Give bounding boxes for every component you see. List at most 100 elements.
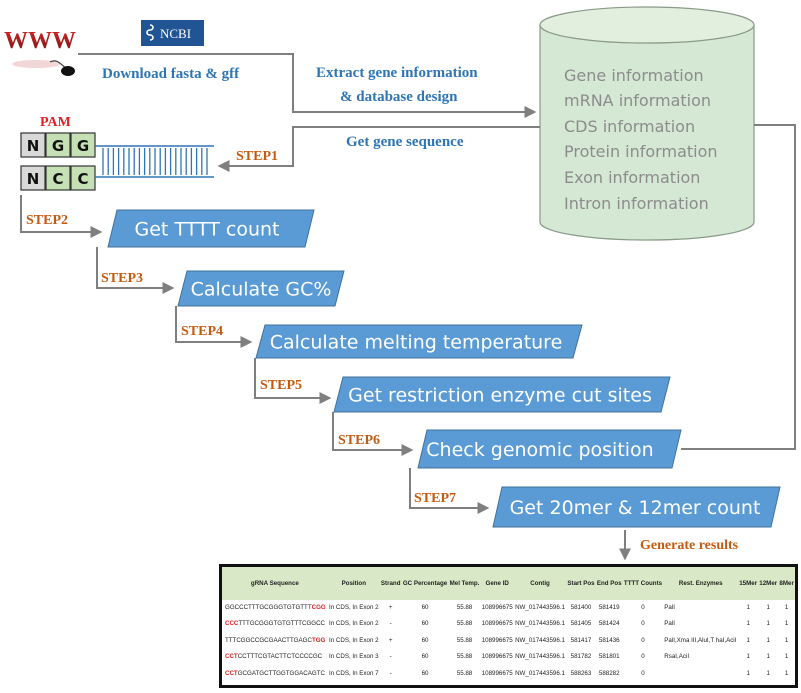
cell-mel: 55.88 xyxy=(456,620,473,628)
cell-gc: 60 xyxy=(421,636,429,644)
cell-mel: 55.88 xyxy=(456,636,473,644)
cell-contig: NW_017443596.1 xyxy=(515,669,565,677)
grna-sequence-cell: TTTCGGCCGCGAACTTGAGCTGG xyxy=(225,636,326,644)
table-header-cell: Start Pos xyxy=(567,579,595,587)
cell-position: In CDS, In Exon 7 xyxy=(329,669,379,677)
step5-box: Get restriction enzyme cut sites xyxy=(333,376,671,413)
table-header-cell: 15Mer xyxy=(739,579,758,587)
cell-strand: + xyxy=(388,636,393,644)
cell-m12: 1 xyxy=(766,669,770,677)
svg-text:C: C xyxy=(77,170,88,188)
get-sequence-arrow xyxy=(217,126,540,172)
cell-m8: 1 xyxy=(784,620,789,628)
step4-label: STEP4 xyxy=(181,324,223,339)
cell-contig: NW_017443596.1 xyxy=(515,636,565,644)
position-db-link xyxy=(681,124,796,450)
cell-mel: 55.88 xyxy=(456,669,473,677)
table-header-cell: gRNA Sequence xyxy=(250,579,299,587)
cell-gc: 60 xyxy=(421,620,429,628)
cell-start: 588263 xyxy=(570,669,592,677)
cell-strand: + xyxy=(388,603,393,611)
step7-box: Get 20mer & 12mer count xyxy=(492,486,781,528)
grna-sequence-cell: CCTCCTTTCGTACTTCTCCCCGC xyxy=(225,653,323,661)
cell-gene: 108996675 xyxy=(481,620,513,628)
table-header-cell: Mel Temp. xyxy=(449,579,480,587)
cell-tttt: 0 xyxy=(641,669,645,677)
extract-label-line2: & database design xyxy=(340,89,458,105)
table-header-cell: 8Mer xyxy=(779,579,794,587)
cell-position: In CDS, In Exon 2 xyxy=(329,636,379,644)
cell-contig: NW_017443596.1 xyxy=(515,603,565,611)
cell-enzymes: RsaI,AciI xyxy=(664,653,690,661)
table-header-cell: GC Percentage xyxy=(402,579,448,587)
step3-box: Calculate GC% xyxy=(177,270,345,307)
db-item-cds: CDS information xyxy=(564,117,695,136)
db-item-mrna: mRNA information xyxy=(564,91,711,110)
cell-m8: 1 xyxy=(784,653,789,661)
step2-text: Get TTTT count xyxy=(135,219,280,241)
cell-enzymes: PalI xyxy=(664,620,675,628)
cell-end: 581436 xyxy=(598,636,620,644)
www-icon: WWW xyxy=(4,28,76,76)
cell-gene: 108996675 xyxy=(481,603,513,611)
cell-start: 581782 xyxy=(570,653,592,661)
cell-m15: 1 xyxy=(746,669,750,677)
step2-label: STEP2 xyxy=(26,213,68,228)
cell-end: 588282 xyxy=(598,669,620,677)
table-header-cell: TTTT Counts xyxy=(623,579,663,587)
table-header-cell: 12Mer xyxy=(759,579,778,587)
svg-text:C: C xyxy=(52,170,63,188)
step6-label: STEP6 xyxy=(338,433,380,448)
cell-m12: 1 xyxy=(766,603,770,611)
svg-text:G: G xyxy=(52,137,64,155)
step4-text: Calculate melting temperature xyxy=(270,332,563,354)
cell-end: 581419 xyxy=(598,603,620,611)
www-label: WWW xyxy=(4,28,76,54)
cell-m8: 1 xyxy=(784,636,789,644)
step6-connector xyxy=(332,412,414,456)
cell-m12: 1 xyxy=(766,653,770,661)
cell-tttt: 0 xyxy=(641,636,645,644)
cell-enzymes: PalI,Xma III,AluI,T haI,AciI xyxy=(664,636,737,644)
cell-gene: 108996675 xyxy=(481,636,513,644)
cell-gene: 108996675 xyxy=(481,653,513,661)
cell-tttt: 0 xyxy=(641,620,645,628)
cell-m12: 1 xyxy=(766,620,770,628)
pam-title: PAM xyxy=(40,115,71,130)
step4-box: Calculate melting temperature xyxy=(255,324,583,359)
step7-label: STEP7 xyxy=(414,491,456,506)
table-header-cell: Gene ID xyxy=(485,579,509,587)
generate-label: Generate results xyxy=(640,538,739,553)
pam-diagram: PAM N G G N C C xyxy=(20,115,214,191)
cell-gc: 60 xyxy=(421,669,429,677)
get-sequence-label: Get gene sequence xyxy=(346,134,464,150)
db-item-protein: Protein information xyxy=(564,142,718,161)
svg-text:G: G xyxy=(77,137,89,155)
mouse-icon xyxy=(61,66,75,76)
download-arrow xyxy=(78,53,537,118)
cell-end: 581801 xyxy=(598,653,620,661)
table-header-cell: Strand xyxy=(380,579,401,587)
cell-mel: 55.88 xyxy=(456,653,473,661)
cell-enzymes: PalI xyxy=(664,603,675,611)
cell-strand: - xyxy=(389,669,392,677)
step3-connector xyxy=(96,247,175,294)
step2-box: Get TTTT count xyxy=(107,209,315,248)
cell-start: 581417 xyxy=(570,636,592,644)
cell-strand: - xyxy=(389,620,392,628)
step5-connector xyxy=(254,358,332,404)
cell-m15: 1 xyxy=(746,636,750,644)
table-header-cell: Rest. Enzymes xyxy=(678,579,723,587)
db-item-exon: Exon information xyxy=(564,168,700,187)
extract-label-line1: Extract gene information xyxy=(316,65,478,81)
step1-label: STEP1 xyxy=(236,149,278,164)
cell-contig: NW_017443596.1 xyxy=(515,653,565,661)
cell-start: 581405 xyxy=(570,620,592,628)
